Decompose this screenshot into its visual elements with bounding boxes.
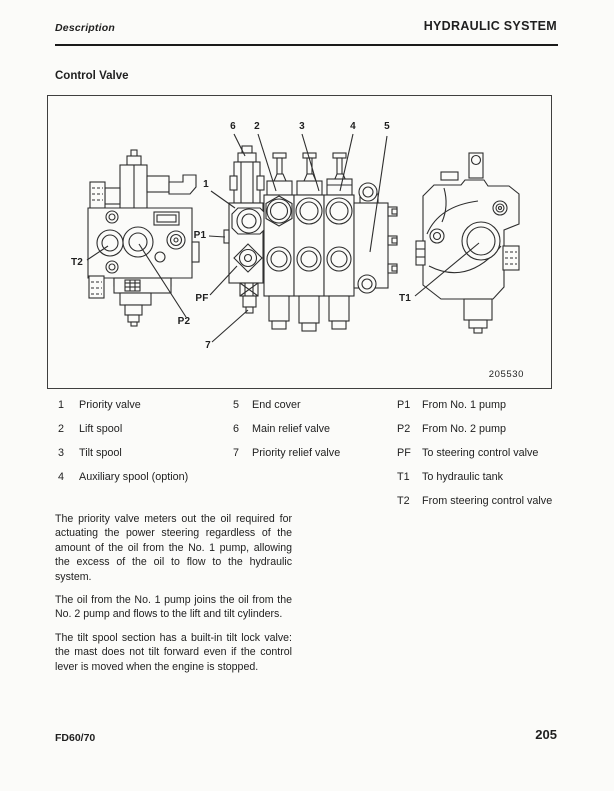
legend-item: 5 End cover <box>233 399 340 412</box>
legend-item: 7 Priority relief valve <box>233 447 340 460</box>
callout-leader-lines <box>86 133 480 343</box>
callout-5: 5 <box>384 121 390 132</box>
legend-item-label: To steering control valve <box>422 447 539 459</box>
header-section-label: Description <box>55 22 115 34</box>
legend-item-label: Tilt spool <box>79 447 122 459</box>
callout-p1: P1 <box>193 230 207 241</box>
legend-item-key: 2 <box>58 423 65 435</box>
paragraph-oil-flow: The oil from the No. 1 pump joins the oi… <box>55 594 292 621</box>
callout-2: 2 <box>254 121 260 132</box>
center-valve-view <box>223 145 398 332</box>
callout-t1: T1 <box>398 293 412 304</box>
legend-item-key: T1 <box>397 471 410 483</box>
legend-item-label: From No. 2 pump <box>422 423 507 435</box>
legend-item-key: 4 <box>58 471 65 483</box>
callout-pf: PF <box>195 293 209 304</box>
legend-item-key: PF <box>397 447 411 459</box>
callout-1: 1 <box>203 179 209 190</box>
callout-6: 6 <box>230 121 236 132</box>
control-valve-figure: 6 2 3 4 5 1 P1 T2 PF P2 7 T1 205530 <box>47 95 552 389</box>
legend-item: T1 To hydraulic tank <box>397 471 552 484</box>
legend-column-3: P1 From No. 1 pump P2 From No. 2 pump PF To… <box>397 399 552 519</box>
legend-item-key: T2 <box>397 495 410 507</box>
callout-t2: T2 <box>70 257 84 268</box>
legend-item: PF To steering control valve <box>397 447 552 460</box>
paragraph-priority-valve: The priority valve meters out the oil re… <box>55 513 292 583</box>
description-text: The priority valve meters out the oil re… <box>55 512 292 683</box>
legend-item: T2 From steering control valve <box>397 495 552 508</box>
legend-item-label: Priority valve <box>79 399 141 411</box>
legend-item-key: P2 <box>397 423 411 435</box>
left-valve-view <box>87 149 200 327</box>
paragraph-tilt-lock: The tilt spool section has a built-in ti… <box>55 631 292 673</box>
figure-number: 205530 <box>488 369 524 380</box>
legend-item-key: 7 <box>233 447 240 459</box>
legend-item-key: P1 <box>397 399 411 411</box>
legend-item-key: 6 <box>233 423 240 435</box>
legend-item-key: 5 <box>233 399 240 411</box>
legend-item: P1 From No. 1 pump <box>397 399 552 412</box>
footer-model-label: FD60/70 <box>55 732 96 744</box>
page-number: 205 <box>535 727 557 742</box>
callout-p2: P2 <box>177 316 191 327</box>
legend-item: 2 Lift spool <box>58 423 188 436</box>
legend-item-label: Auxiliary spool (option) <box>79 471 189 483</box>
legend-item-label: From No. 1 pump <box>422 399 507 411</box>
legend-item-key: 1 <box>58 399 65 411</box>
legend-item: P2 From No. 2 pump <box>397 423 552 436</box>
legend-column-2: 5 End cover 6 Main relief valve 7 Priority … <box>233 399 340 471</box>
callout-4: 4 <box>350 121 356 132</box>
legend-item: 6 Main relief valve <box>233 423 340 436</box>
legend-item-label: To hydraulic tank <box>422 471 504 483</box>
legend-item: 3 Tilt spool <box>58 447 188 460</box>
callout-3: 3 <box>299 121 305 132</box>
legend-item-label: From steering control valve <box>422 495 553 507</box>
legend-item-label: End cover <box>252 399 301 411</box>
section-title: Control Valve <box>55 70 129 82</box>
right-valve-view <box>415 152 520 334</box>
valve-diagram-drawing <box>86 133 520 343</box>
header-rule <box>55 44 558 46</box>
legend-item-label: Main relief valve <box>252 423 331 435</box>
legend-item-label: Lift spool <box>79 423 123 435</box>
legend-item-label: Priority relief valve <box>252 447 341 459</box>
legend-item: 4 Auxiliary spool (option) <box>58 471 188 484</box>
callout-7: 7 <box>205 340 211 351</box>
legend-item: 1 Priority valve <box>58 399 188 412</box>
header-chapter-title: HYDRAULIC SYSTEM <box>423 19 557 33</box>
legend-item-key: 3 <box>58 447 65 459</box>
